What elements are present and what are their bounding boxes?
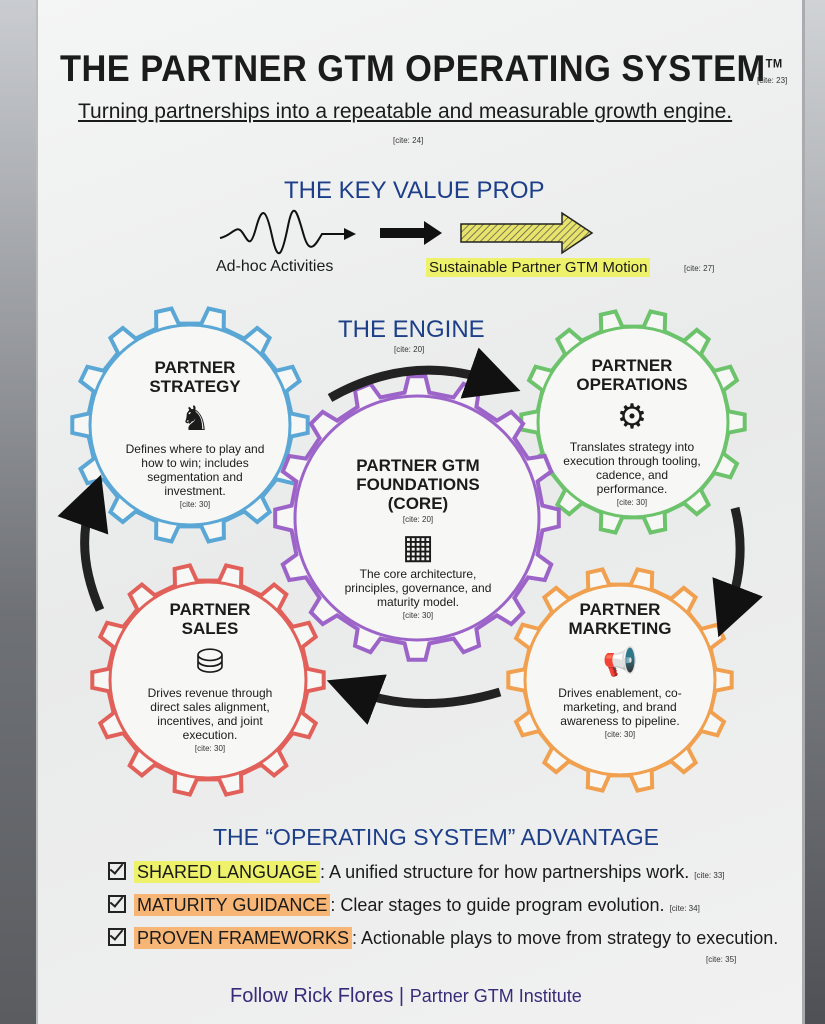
- cycle-arrow-bottom: [326, 674, 502, 725]
- value-prop-cite: [cite: 27]: [684, 264, 715, 273]
- gear-ring-core: [293, 394, 541, 642]
- item-cite: [cite: 33]: [694, 871, 725, 880]
- item-text: : Clear stages to guide program evolutio…: [330, 895, 665, 915]
- gear-cite: [cite: 30]: [194, 744, 226, 753]
- gear-sales: PARTNER SALES ⛁ Drives revenue through d…: [140, 600, 280, 756]
- gear-marketing: PARTNER MARKETING 📢 Drives enablement, c…: [555, 600, 685, 742]
- item-text: : Actionable plays to move from strategy…: [352, 928, 779, 948]
- footer: Follow Rick Flores | Partner GTM Institu…: [230, 985, 582, 1008]
- building-brick-icon: ▦: [401, 528, 435, 566]
- office-background-left: [0, 0, 38, 1024]
- item-label: MATURITY GUIDANCE: [134, 894, 331, 916]
- squiggle-icon: [219, 209, 356, 255]
- advantage-item: MATURITY GUIDANCE: Clear stages to guide…: [108, 894, 700, 916]
- gear-operations: PARTNER OPERATIONS ⚙ Translates strategy…: [562, 356, 702, 510]
- gear-description: Drives revenue through direct sales alig…: [147, 686, 273, 742]
- item-cite: [cite: 34]: [669, 904, 700, 913]
- advantage-item: SHARED LANGUAGE: A unified structure for…: [108, 861, 725, 883]
- coins-icon: ⛁: [195, 643, 225, 681]
- gear-icon: ⚙: [616, 398, 648, 436]
- cycle-arrow-right: [712, 506, 763, 638]
- value-prop-heading: THE KEY VALUE PROP: [284, 177, 545, 204]
- item-cite: [cite: 35]: [706, 955, 737, 964]
- title-cite: [cite: 23]: [757, 76, 788, 85]
- item-text: : A unified structure for how partnershi…: [320, 862, 690, 882]
- adhoc-label: Ad-hoc Activities: [216, 258, 334, 275]
- black-arrow-icon: [380, 221, 442, 245]
- gear-title-cite: [cite: 20]: [402, 515, 434, 524]
- megaphone-icon: 📢: [602, 646, 638, 677]
- item-label: SHARED LANGUAGE: [134, 861, 321, 883]
- gear-cite: [cite: 30]: [179, 500, 211, 509]
- footer-follow: Follow Rick Flores: [230, 985, 394, 1007]
- gear-description: Drives enablement, co-marketing, and bra…: [558, 686, 682, 728]
- footer-org: Partner GTM Institute: [409, 986, 582, 1006]
- cycle-arrow-top: [327, 347, 521, 402]
- advantage-heading: THE “OPERATING SYSTEM” ADVANTAGE: [213, 824, 659, 850]
- gear-ring-strategy: [88, 323, 292, 527]
- gear-cite: [cite: 30]: [616, 498, 648, 507]
- item-label: PROVEN FRAMEWORKS: [134, 927, 353, 949]
- page-title: THE PARTNER GTM OPERATING SYSTEMTM: [60, 48, 783, 89]
- gear-cite: [cite: 30]: [604, 730, 636, 739]
- gear-title: PARTNER SALES: [169, 600, 251, 638]
- engine-cite: [cite: 20]: [394, 345, 425, 354]
- checkbox-icon: [108, 862, 126, 880]
- gear-description: Translates strategy into execution throu…: [563, 440, 701, 496]
- gear-description: Defines where to play and how to win; in…: [125, 442, 265, 498]
- subtitle: Turning partnerships into a repeatable a…: [78, 100, 733, 123]
- gear-title: PARTNER MARKETING: [568, 600, 672, 638]
- gear-title: PARTNER GTM FOUNDATIONS (CORE): [356, 456, 480, 513]
- footer-separator: |: [398, 985, 405, 1007]
- advantage-item: PROVEN FRAMEWORKS: Actionable plays to m…: [108, 927, 779, 949]
- gear-title: PARTNER STRATEGY: [149, 358, 241, 396]
- engine-heading: THE ENGINE: [338, 316, 485, 343]
- cycle-arrow-left: [57, 474, 109, 612]
- gear-title: PARTNER OPERATIONS: [576, 356, 688, 394]
- gear-description: The core architecture, principles, gover…: [344, 567, 492, 609]
- checkbox-icon: [108, 895, 126, 913]
- chess-knight-icon: ♞: [179, 400, 211, 438]
- gear-core: PARTNER GTM FOUNDATIONS (CORE) [cite: 20…: [338, 456, 498, 623]
- gear-ring-operations: [536, 325, 730, 519]
- gear-strategy: PARTNER STRATEGY ♞ Defines where to play…: [125, 358, 265, 512]
- gear-ring-sales: [108, 580, 308, 780]
- gear-cite: [cite: 30]: [402, 611, 434, 620]
- hatched-arrow-icon: [460, 211, 594, 255]
- gear-outline-sales: [90, 563, 326, 797]
- sustainable-label: Sustainable Partner GTM Motion: [426, 258, 651, 277]
- gear-ring-marketing: [523, 583, 717, 777]
- subtitle-cite: [cite: 24]: [393, 136, 424, 145]
- checkbox-icon: [108, 928, 126, 946]
- gear-outline-strategy: [70, 306, 310, 544]
